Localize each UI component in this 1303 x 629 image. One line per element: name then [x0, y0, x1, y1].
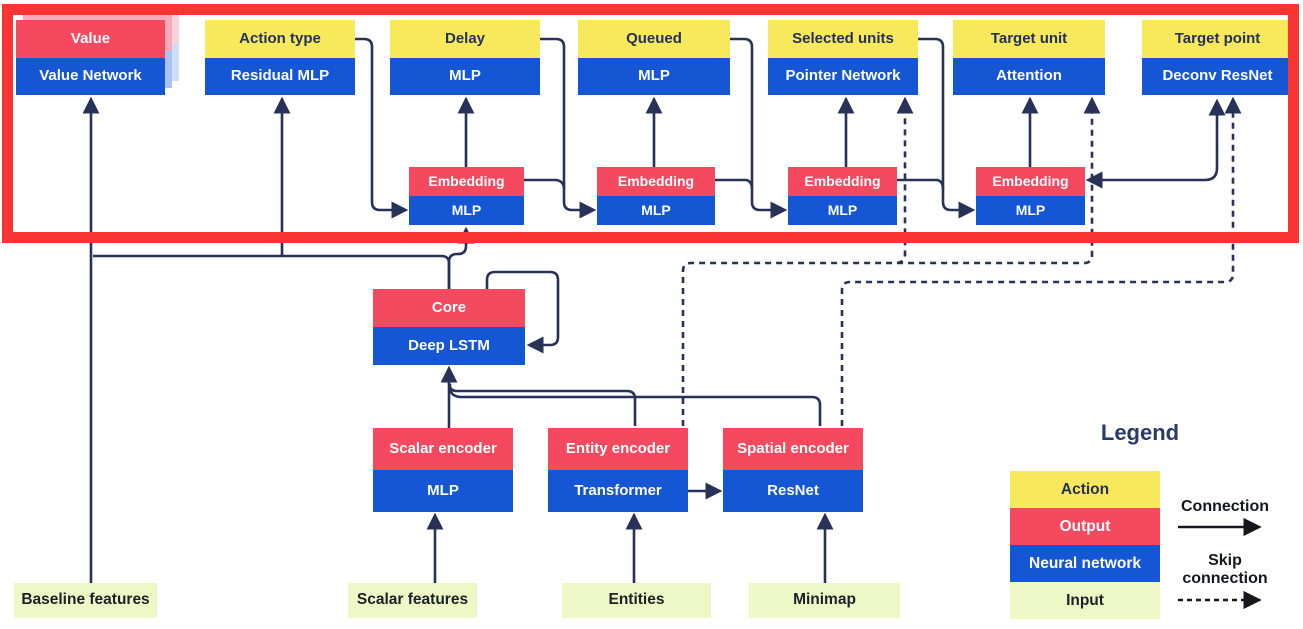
wire-embedding4-targetpoint-link — [1085, 98, 1226, 189]
wire-core-trunk-left — [93, 254, 451, 289]
head-delay: Delay MLP — [390, 20, 540, 95]
head-action-type: Action type Residual MLP — [205, 20, 355, 95]
embedding-4-network: MLP — [976, 196, 1085, 225]
input-baseline-features: Baseline features — [14, 583, 157, 618]
head-target-unit-network: Attention — [953, 57, 1105, 95]
head-queued-label: Queued — [578, 20, 730, 58]
head-delay-label: Delay — [390, 20, 540, 58]
legend-title: Legend — [1100, 420, 1180, 445]
input-baseline-features-label: Baseline features — [14, 583, 157, 618]
legend-item-input: Input — [1010, 582, 1160, 619]
head-delay-network: MLP — [390, 57, 540, 95]
embedding-3-label: Embedding — [788, 167, 897, 196]
embedding-3-network: MLP — [788, 196, 897, 225]
legend-connection-label: Connection — [1181, 498, 1269, 515]
input-scalar-features-label: Scalar features — [348, 583, 477, 618]
head-value-network: Value Network — [16, 57, 165, 95]
embedding-4-label: Embedding — [976, 167, 1085, 196]
wire-delay-to-embedding2 — [540, 37, 597, 219]
legend-item-neural-network-label: Neural network — [1029, 554, 1141, 572]
legend-item-action: Action — [1010, 471, 1160, 508]
legend-item-input-label: Input — [1066, 591, 1104, 609]
embedding-1-label: Embedding — [409, 167, 524, 196]
legend-item-output: Output — [1010, 508, 1160, 545]
wire-embedding3-out — [897, 178, 945, 190]
legend-item-output-label: Output — [1059, 517, 1111, 535]
core: Core Deep LSTM — [373, 289, 525, 365]
head-target-point-network: Deconv ResNet — [1142, 57, 1293, 95]
encoder-spatial-label: Spatial encoder — [723, 428, 863, 470]
solid-connections — [82, 37, 1226, 583]
wire-entityencoder-to-core — [447, 376, 637, 426]
head-target-unit-label: Target unit — [953, 20, 1105, 58]
core-network: Deep LSTM — [373, 327, 525, 365]
embedding-1: Embedding MLP — [409, 167, 524, 225]
highlight-rectangle — [2, 4, 1299, 243]
core-label: Core — [373, 289, 525, 327]
encoder-entity: Entity encoder Transformer — [548, 428, 688, 512]
skip-branch-to-pointer — [896, 96, 914, 265]
wire-spatialencoder-to-core — [448, 384, 822, 426]
wire-queued-to-embedding3 — [730, 37, 788, 219]
wire-core-to-embedding1 — [447, 226, 475, 289]
legend-skip-connection-label: Skip connection — [1182, 552, 1268, 587]
legend-item-action-label: Action — [1060, 480, 1110, 498]
encoder-entity-network: Transformer — [548, 470, 688, 512]
wire-embedding1-out — [524, 178, 566, 190]
skip-entity-to-attention — [681, 96, 1101, 426]
encoder-scalar-network: MLP — [373, 470, 513, 512]
input-entities-label: Entities — [562, 583, 711, 618]
head-target-unit: Target unit Attention — [953, 20, 1105, 95]
encoder-spatial-network: ResNet — [723, 470, 863, 512]
input-entities: Entities — [562, 583, 711, 618]
encoder-entity-label: Entity encoder — [548, 428, 688, 470]
head-target-point: Target point Deconv ResNet — [1142, 20, 1293, 95]
embedding-4: Embedding MLP — [976, 167, 1085, 225]
head-selected-units-label: Selected units — [768, 20, 918, 58]
wire-core-recurrent-loop — [485, 270, 560, 354]
embedding-2: Embedding MLP — [597, 167, 715, 225]
skip-spatial-to-deconv — [840, 96, 1242, 426]
wire-actiontype-to-embedding1 — [355, 37, 409, 219]
input-minimap: Minimap — [749, 583, 900, 618]
wire-selectedunits-to-embedding4 — [918, 37, 976, 219]
embedding-1-network: MLP — [409, 196, 524, 225]
head-selected-units: Selected units Pointer Network — [768, 20, 918, 95]
embedding-2-network: MLP — [597, 196, 715, 225]
head-selected-units-network: Pointer Network — [768, 57, 918, 95]
encoder-scalar: Scalar encoder MLP — [373, 428, 513, 512]
encoder-spatial: Spatial encoder ResNet — [723, 428, 863, 512]
head-queued-network: MLP — [578, 57, 730, 95]
head-action-type-label: Action type — [205, 20, 355, 58]
embedding-2-label: Embedding — [597, 167, 715, 196]
encoder-scalar-label: Scalar encoder — [373, 428, 513, 470]
legend-item-neural-network: Neural network — [1010, 545, 1160, 582]
input-scalar-features: Scalar features — [348, 583, 477, 618]
head-action-type-network: Residual MLP — [205, 57, 355, 95]
embedding-3: Embedding MLP — [788, 167, 897, 225]
head-queued: Queued MLP — [578, 20, 730, 95]
head-value-label: Value — [16, 20, 165, 58]
head-value: Value Value Network — [16, 20, 165, 95]
head-target-point-label: Target point — [1142, 20, 1293, 58]
wire-embedding2-out — [715, 178, 754, 190]
skip-connections — [681, 96, 1242, 426]
legend-arrows — [1178, 517, 1262, 610]
input-minimap-label: Minimap — [749, 583, 900, 618]
